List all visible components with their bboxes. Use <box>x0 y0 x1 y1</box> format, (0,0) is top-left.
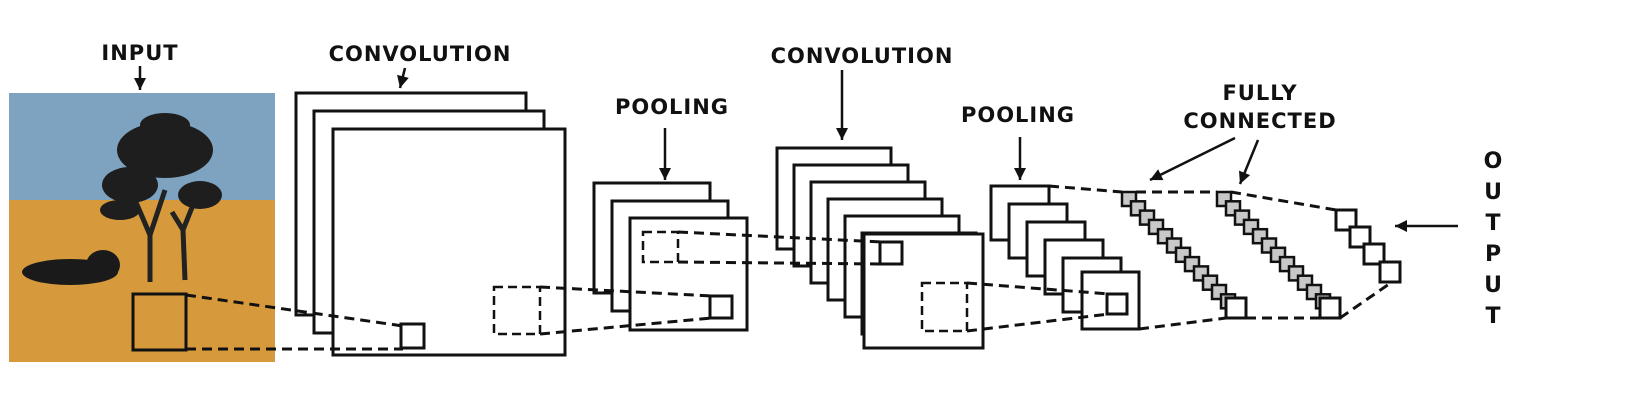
connection-line <box>1048 184 1123 194</box>
input-receptive-field <box>131 292 188 352</box>
conv2-pool-region <box>920 281 969 333</box>
output-neuron <box>1334 208 1358 232</box>
output-letter: O <box>1483 149 1503 174</box>
output-neuron <box>1378 260 1402 284</box>
output-letter: T <box>1485 211 1501 236</box>
label-connected: CONNECTED <box>1183 109 1337 133</box>
down-arrow-icon <box>836 128 848 140</box>
down-arrow-icon <box>1150 169 1164 181</box>
output-letter: T <box>1485 304 1501 329</box>
connection-line <box>1138 316 1227 331</box>
connection-line <box>185 293 404 328</box>
down-arrow-icon <box>1014 168 1026 180</box>
connection-line <box>966 312 1110 333</box>
tree-icon <box>132 189 198 282</box>
label-pooling-1: POOLING <box>614 95 730 119</box>
connection-line <box>1230 190 1337 212</box>
down-arrow-icon <box>134 78 146 90</box>
label-input: INPUT <box>101 41 179 65</box>
connection-line <box>677 260 883 266</box>
pool1-region <box>641 230 680 264</box>
output-letter: P <box>1484 242 1502 267</box>
down-arrow-icon <box>1238 170 1251 184</box>
label-convolution-2: CONVOLUTION <box>770 44 954 68</box>
fc1-neuron <box>1224 296 1248 320</box>
output-neuron <box>1362 242 1386 266</box>
label-fully: FULLY <box>1222 81 1298 105</box>
down-arrow-icon <box>397 74 409 88</box>
conv1-pool-region <box>492 285 542 336</box>
lion-icon <box>22 250 120 285</box>
label-pooling-2: POOLING <box>960 103 1076 127</box>
fc2-neuron <box>1318 296 1342 320</box>
label-output: O U T P U T <box>1478 146 1508 332</box>
tree-canopy <box>100 113 222 220</box>
connection-line <box>966 281 1110 296</box>
pool2-receptive-field <box>1105 292 1129 316</box>
label-convolution-1: CONVOLUTION <box>328 42 512 66</box>
pool1-receptive-field <box>708 294 734 320</box>
conv2-receptive-field <box>878 240 904 266</box>
conv1-receptive-field <box>399 322 426 350</box>
output-neuron <box>1348 225 1372 249</box>
arrow-shaft <box>1149 136 1236 182</box>
down-arrow-icon <box>1395 220 1407 232</box>
down-arrow-icon <box>659 168 671 180</box>
connection-line <box>539 316 713 336</box>
connection-line <box>1339 280 1393 320</box>
output-letter: U <box>1484 273 1502 298</box>
output-letter: U <box>1484 180 1502 205</box>
conv1-feature-map <box>331 127 567 357</box>
connection-line <box>677 230 883 244</box>
connection-line <box>539 285 713 298</box>
pool2-feature-map <box>1080 270 1141 331</box>
